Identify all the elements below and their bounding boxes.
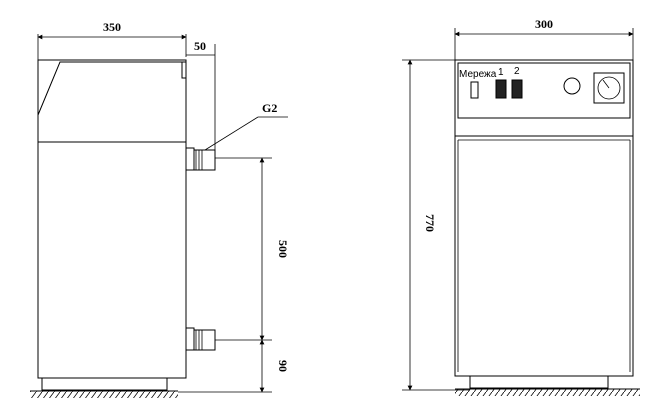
ground-hatch-front [455,389,640,396]
bottom-label: 90 [276,360,290,372]
spacing-label: 500 [276,240,290,258]
lower-pipe [185,327,216,351]
gauge-frame [593,72,625,104]
front-view: 300 770 Мережа 1 2 [402,17,640,396]
base-plinth-side [41,377,168,391]
thermostat-knob [563,77,581,95]
boiler-body-side [37,59,187,379]
panel-edge [181,61,187,79]
side-width-label: 350 [103,20,121,34]
thread-label: G2 [262,101,277,115]
side-depth-label: 50 [194,39,206,53]
upper-pipe [185,147,216,171]
g2-leader [204,116,259,151]
gauge-needle [602,79,610,89]
switch-2 [511,79,523,99]
ground-hatch-side [30,391,178,398]
switch-1-label: 1 [498,67,504,78]
switch-1 [495,79,507,99]
switch-2-label: 2 [514,66,520,77]
gauge-dial-icon [597,76,621,100]
base-plinth-front [469,375,609,389]
side-view: 350 50 [30,20,290,398]
mains-indicator [470,81,479,99]
panel-label: Мережа [459,69,497,80]
sloped-panel [37,61,183,116]
control-panel [457,62,631,119]
front-width-label: 300 [535,17,553,31]
height-label: 770 [423,214,437,232]
boiler-body-front [454,59,634,377]
